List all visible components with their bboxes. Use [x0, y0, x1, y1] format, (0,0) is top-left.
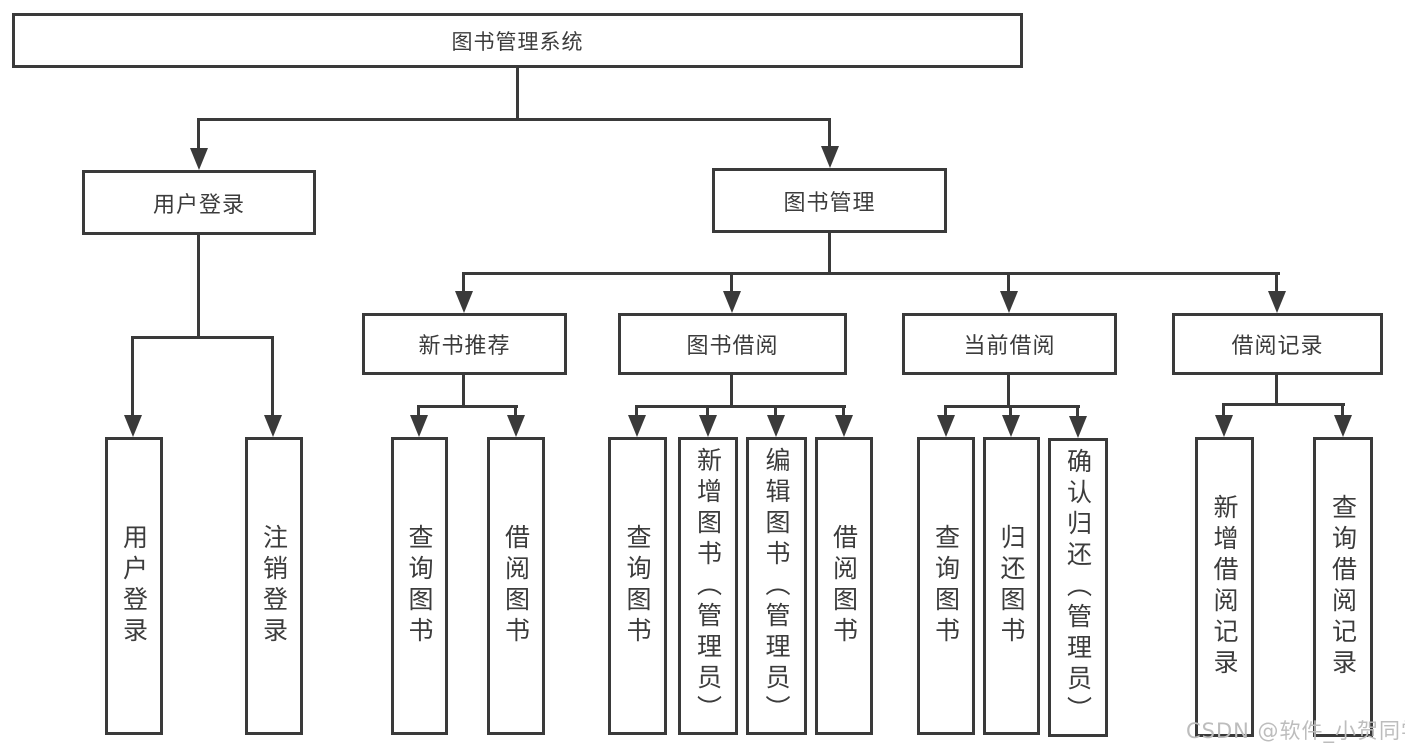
node-user-login: 用户登录: [82, 170, 316, 235]
node-label: 查询借阅记录: [1328, 494, 1358, 680]
connector-line: [462, 375, 465, 408]
connector-line: [131, 336, 274, 339]
connector-line: [944, 405, 1080, 408]
connector-line: [417, 405, 420, 419]
node-query-books-recommend: 查询图书: [391, 437, 448, 735]
node-label: 图书管理系统: [451, 29, 584, 54]
arrow-down-icon: [264, 415, 282, 437]
connector-line: [944, 405, 947, 419]
connector-line: [462, 272, 1280, 275]
connector-line: [828, 118, 831, 148]
node-query-books-current: 查询图书: [917, 437, 975, 735]
arrow-down-icon: [1268, 291, 1286, 313]
node-label: 用户登录: [119, 524, 149, 648]
node-label: 查询图书: [623, 524, 652, 648]
arrow-down-icon: [835, 415, 853, 437]
arrow-down-icon: [455, 291, 473, 313]
node-borrow-books: 借阅图书: [815, 437, 873, 735]
node-borrow-books-recommend: 借阅图书: [487, 437, 545, 735]
connector-line: [1275, 375, 1278, 406]
arrow-down-icon: [821, 146, 839, 168]
node-return-books: 归还图书: [983, 437, 1040, 735]
connector-line: [730, 272, 733, 295]
connector-line: [706, 405, 709, 419]
node-library-management-system: 图书管理系统: [12, 13, 1023, 68]
connector-line: [828, 233, 831, 275]
node-label: 借阅图书: [501, 524, 531, 648]
arrow-down-icon: [124, 415, 142, 437]
node-label: 当前借阅: [963, 334, 1056, 359]
node-label: 图书借阅: [686, 334, 779, 359]
node-label: 新书推荐: [418, 334, 511, 359]
connector-line: [635, 405, 638, 419]
connector-line: [417, 405, 518, 408]
arrow-down-icon: [507, 415, 525, 437]
arrow-down-icon: [723, 291, 741, 313]
connector-line: [1275, 272, 1278, 295]
connector-line: [1222, 403, 1345, 406]
connector-line: [1222, 403, 1225, 419]
node-label: 用户登录: [152, 192, 245, 218]
node-label: 图书管理: [783, 190, 876, 216]
node-edit-books-admin: 编辑图书（管理员）: [746, 437, 807, 735]
arrow-down-icon: [1069, 416, 1087, 438]
node-current-borrowing: 当前借阅: [902, 313, 1117, 375]
node-logout: 注销登录: [245, 437, 303, 735]
arrow-down-icon: [1215, 415, 1233, 437]
watermark: CSDN @软件_小贺同学: [1186, 719, 1405, 743]
connector-line: [1007, 375, 1010, 408]
node-label: 注销登录: [259, 524, 289, 648]
arrow-down-icon: [767, 415, 785, 437]
connector-line: [514, 405, 517, 419]
node-label: 新增图书（管理员）: [693, 446, 723, 726]
connector-line: [635, 405, 846, 408]
node-label: 借阅图书: [829, 524, 859, 648]
connector-line: [1341, 403, 1344, 419]
connector-line: [462, 272, 465, 295]
node-label: 编辑图书（管理员）: [762, 446, 791, 726]
node-label: 查询图书: [405, 524, 434, 648]
arrow-down-icon: [410, 415, 428, 437]
node-query-books-borrowing: 查询图书: [608, 437, 667, 735]
arrow-down-icon: [1334, 415, 1352, 437]
connector-line: [197, 235, 200, 339]
node-label: 归还图书: [997, 524, 1026, 648]
node-book-management: 图书管理: [712, 168, 947, 233]
node-add-borrow-record: 新增借阅记录: [1195, 437, 1254, 737]
node-label: 查询图书: [931, 524, 961, 648]
arrow-down-icon: [937, 415, 955, 437]
node-new-book-recommendation: 新书推荐: [362, 313, 567, 375]
connector-line: [516, 68, 519, 121]
node-book-borrowing: 图书借阅: [618, 313, 847, 375]
connector-line: [730, 375, 733, 408]
node-user-login-action: 用户登录: [105, 437, 163, 735]
node-confirm-return-admin: 确认归还（管理员）: [1048, 438, 1108, 737]
arrow-down-icon: [699, 415, 717, 437]
connector-line: [1007, 272, 1010, 295]
arrow-down-icon: [1000, 291, 1018, 313]
connector-line: [842, 405, 845, 419]
arrow-down-icon: [628, 415, 646, 437]
connector-line: [774, 405, 777, 419]
arrow-down-icon: [1002, 415, 1020, 437]
connector-line: [199, 118, 831, 121]
connector-line: [1076, 405, 1079, 419]
node-borrowing-records: 借阅记录: [1172, 313, 1383, 375]
arrow-down-icon: [190, 148, 208, 170]
node-label: 借阅记录: [1231, 334, 1324, 359]
connector-line: [131, 336, 134, 419]
node-label: 确认归还（管理员）: [1063, 448, 1093, 727]
connector-line: [1009, 405, 1012, 419]
connector-line: [197, 118, 200, 150]
node-label: 新增借阅记录: [1210, 494, 1239, 680]
node-add-books-admin: 新增图书（管理员）: [678, 437, 738, 735]
connector-line: [271, 336, 274, 419]
node-query-borrow-record: 查询借阅记录: [1313, 437, 1373, 737]
